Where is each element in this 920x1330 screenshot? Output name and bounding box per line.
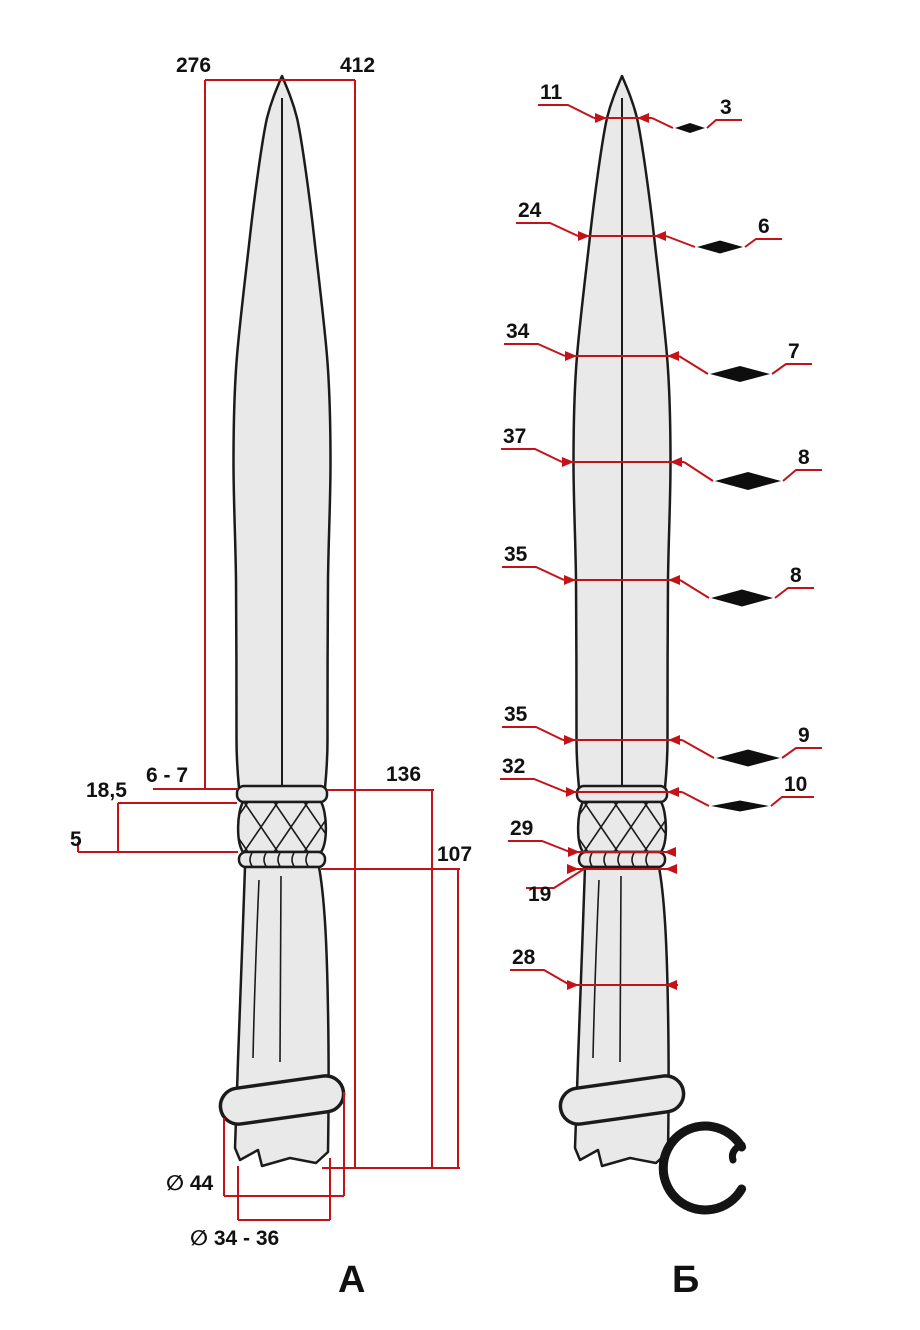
section-label: 8: [798, 446, 810, 469]
cross-section-diamond: [675, 123, 705, 133]
dim-arrow-right: [664, 847, 676, 857]
dim-label-blade-length: 276: [176, 54, 211, 77]
width-label: 35: [504, 703, 528, 726]
section-label: 9: [798, 724, 810, 747]
cross-section-diamond: [711, 589, 773, 607]
cross-section-diamond: [711, 800, 769, 812]
dim-bracket-socket-diameter: [237, 1158, 331, 1221]
section-leader: [665, 235, 782, 248]
section-leader: [678, 355, 812, 375]
dim-label-neck-band: 6 - 7: [146, 764, 188, 787]
width-label: 37: [503, 425, 526, 448]
leader-line: [510, 969, 571, 986]
measure-row-35b: 35 9: [502, 703, 822, 767]
leader-line: [538, 104, 595, 119]
dim-arrow-left: [562, 457, 574, 467]
dim-label-lower-band: 5: [70, 828, 82, 851]
cross-section-diamond: [710, 366, 770, 382]
dim-arrow-right: [667, 351, 679, 361]
dim-arrow-left: [565, 351, 577, 361]
dim-arrow-left: [578, 231, 590, 241]
section-leader: [651, 117, 742, 129]
view-b-measurements: 11 3 24 6 34 7: [500, 81, 822, 990]
dim-line-5: [77, 842, 238, 853]
dim-arrow-right: [654, 231, 666, 241]
section-label: 10: [784, 773, 807, 796]
dim-line-18-5: [117, 802, 237, 852]
spearhead-view-a: [214, 76, 346, 1166]
section-leader: [683, 461, 822, 482]
dim-label-collar-height: 18,5: [86, 779, 127, 802]
spearhead-view-b: [554, 76, 686, 1166]
dim-label-total-length: 412: [340, 54, 375, 77]
width-label: 29: [510, 817, 533, 840]
dim-arrow-right: [668, 735, 680, 745]
width-label: 28: [512, 946, 536, 969]
dim-label-socket-length: 107: [437, 843, 472, 866]
dim-arrow-left: [567, 980, 579, 990]
cross-section-diamond: [697, 240, 743, 254]
leader-line: [502, 726, 564, 741]
dim-arrow-right: [665, 864, 677, 874]
leader-line: [516, 222, 579, 237]
measure-row-32: 32 10: [500, 755, 814, 812]
leader-line: [504, 343, 566, 357]
dim-arrow-left: [564, 575, 576, 585]
view-a-dimensions: 276 412 6 - 7 18,5 5 136 107 ∅ 44 ∅ 34 -…: [70, 54, 472, 1250]
section-leader: [681, 791, 814, 807]
dim-arrow-right: [670, 457, 682, 467]
view-b-label: Б: [672, 1259, 699, 1301]
measure-row-35a: 35 8: [502, 543, 814, 607]
measure-row-24: 24 6: [516, 199, 782, 254]
leader-line: [502, 566, 565, 581]
measure-row-19: 19: [526, 864, 677, 906]
measure-row-28: 28: [510, 946, 678, 990]
width-label: 19: [528, 883, 551, 906]
dim-label-ring-diameter: ∅ 44: [166, 1172, 213, 1195]
measure-row-29: 29: [508, 817, 676, 857]
dim-arrow-right: [667, 787, 679, 797]
section-label: 6: [758, 215, 770, 238]
section-leader: [679, 579, 814, 599]
ring-cross-section: [658, 1121, 747, 1215]
dim-label-socket-diameter: ∅ 34 - 36: [190, 1227, 279, 1250]
dim-arrow-left: [567, 864, 579, 874]
width-label: 32: [502, 755, 525, 778]
dim-arrow-right: [637, 113, 649, 123]
view-a-label: А: [338, 1259, 365, 1301]
section-label: 3: [720, 96, 732, 119]
dim-arrow-right: [665, 980, 677, 990]
leader-line: [508, 840, 571, 853]
section-label: 7: [788, 340, 800, 363]
dim-arrow-left: [568, 847, 580, 857]
dim-arrow-left: [595, 113, 607, 123]
cross-section-diamond: [715, 472, 781, 490]
width-label: 11: [540, 81, 563, 104]
dim-arrow-left: [566, 787, 577, 797]
section-leader: [681, 739, 822, 759]
width-label: 35: [504, 543, 528, 566]
leader-line: [501, 448, 563, 463]
dim-arrow-right: [668, 575, 680, 585]
leader-line: [526, 868, 585, 889]
width-label: 34: [506, 320, 530, 343]
dim-arrow-left: [564, 735, 576, 745]
width-label: 24: [518, 199, 542, 222]
leader-line: [500, 778, 567, 793]
cross-section-diamond: [716, 749, 780, 767]
measure-row-11: 11 3: [538, 81, 742, 133]
section-label: 8: [790, 564, 802, 587]
dim-label-hilt-length: 136: [386, 763, 421, 786]
dim-bracket-ring-diameter: [223, 1092, 345, 1197]
measure-row-37: 37 8: [501, 425, 822, 490]
measure-row-34: 34 7: [504, 320, 812, 382]
